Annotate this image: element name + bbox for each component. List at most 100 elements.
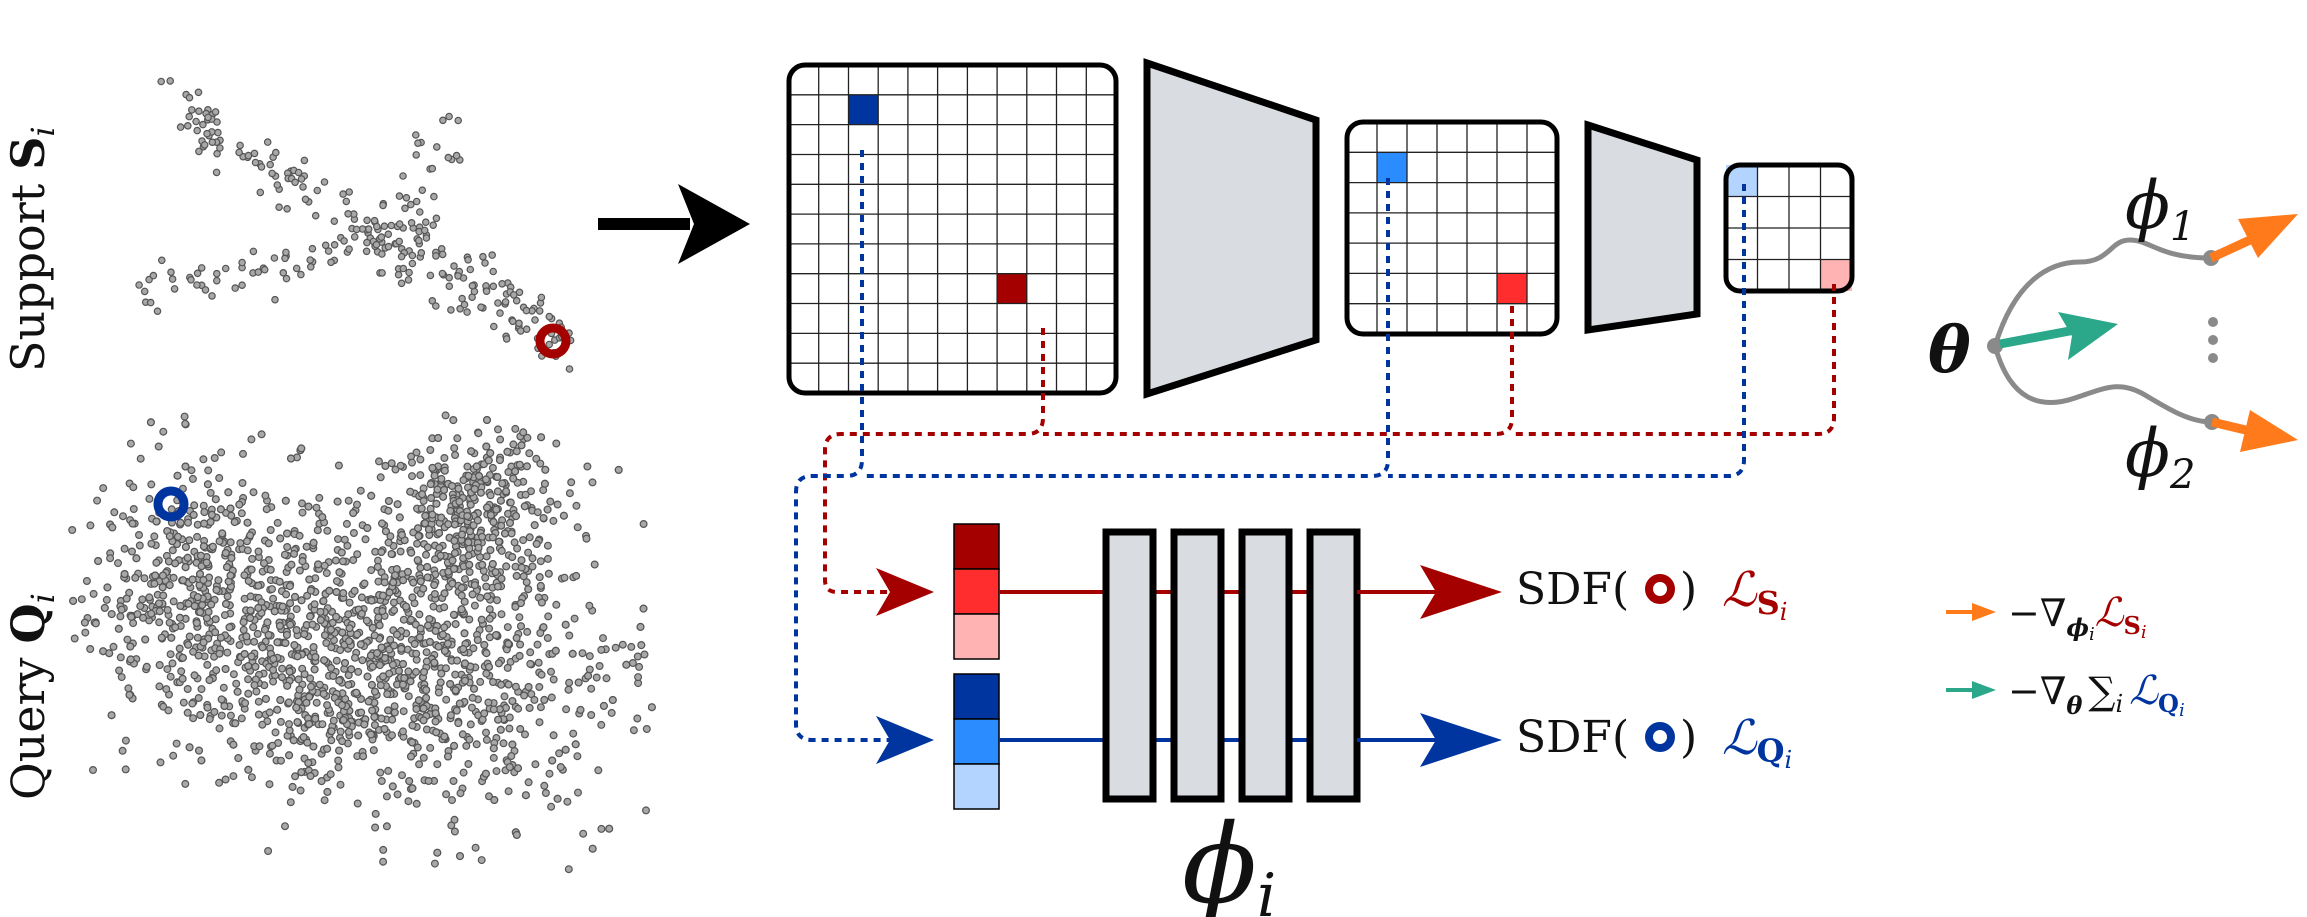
query-point	[539, 513, 548, 522]
query-point	[249, 623, 258, 632]
query-point	[370, 720, 379, 729]
query-point	[546, 667, 555, 676]
query-point	[433, 848, 442, 857]
query-point	[560, 573, 569, 582]
query-point	[482, 582, 491, 591]
support-point	[203, 129, 211, 138]
support-point	[195, 147, 203, 156]
support-point	[194, 88, 203, 97]
feature-grid	[786, 62, 1119, 396]
support-point	[378, 250, 386, 258]
query-point	[389, 578, 398, 587]
query-point	[489, 677, 498, 686]
support-point	[429, 221, 438, 230]
query-point	[315, 493, 324, 502]
query-point	[145, 593, 154, 602]
query-point	[455, 699, 464, 708]
support-point	[166, 77, 175, 85]
decoder-layer-4	[1306, 528, 1361, 803]
query-point	[202, 558, 211, 567]
query-point	[449, 610, 458, 619]
query-point	[258, 643, 267, 652]
support-point	[364, 225, 373, 233]
decoder-layer-2	[1170, 528, 1225, 803]
query-point	[292, 626, 301, 635]
query-point	[505, 763, 514, 772]
query-point	[470, 485, 479, 494]
query-point	[395, 666, 404, 675]
query-point	[240, 649, 249, 658]
query-point	[608, 695, 617, 704]
query-point	[321, 631, 330, 640]
query-point	[368, 623, 377, 632]
query-point	[522, 462, 531, 471]
query-point	[285, 720, 294, 729]
query-point	[332, 577, 341, 586]
query-point	[205, 715, 214, 724]
query-point	[193, 520, 202, 529]
support-point	[384, 230, 393, 239]
support-label: SupportSi	[1, 126, 62, 372]
support-point	[250, 149, 259, 158]
query-point	[283, 529, 292, 538]
theta-label: θ	[1928, 313, 1971, 388]
query-point	[335, 746, 344, 755]
support-point	[135, 281, 143, 289]
query-point	[162, 685, 171, 694]
query-point	[262, 505, 271, 514]
query-point	[261, 694, 270, 703]
query-point	[432, 499, 441, 508]
query-point	[539, 623, 548, 632]
query-point	[534, 658, 543, 667]
query-point	[423, 573, 432, 582]
query-point	[318, 513, 327, 522]
query-point	[572, 571, 581, 580]
support-point	[260, 265, 269, 274]
query-point	[277, 756, 286, 765]
support-point	[489, 267, 498, 276]
support-point	[545, 340, 554, 349]
support-point	[452, 151, 461, 160]
sdf-query-label: SDF(	[1516, 712, 1629, 763]
query-point	[465, 527, 474, 536]
query-point	[545, 769, 554, 778]
query-point	[307, 682, 316, 691]
query-point	[194, 651, 203, 660]
support-point	[238, 281, 246, 290]
query-point	[494, 715, 503, 724]
query-point	[315, 680, 324, 689]
support-point	[395, 237, 404, 246]
support-point	[445, 112, 453, 121]
query-point	[452, 706, 461, 715]
query-point	[81, 628, 90, 637]
query-point	[494, 537, 503, 546]
query-point	[640, 650, 649, 659]
query-point	[483, 503, 492, 512]
query-point-cloud	[68, 411, 656, 874]
loss-support: ℒSi	[1722, 562, 1787, 626]
query-point	[258, 720, 267, 729]
support-point	[463, 308, 471, 316]
query-point	[473, 635, 482, 644]
query-point	[68, 525, 77, 534]
query-point	[250, 681, 259, 690]
query-point	[457, 605, 466, 614]
support-point	[345, 245, 353, 253]
query-point	[629, 726, 638, 735]
query-point	[442, 695, 451, 704]
query-point	[526, 648, 535, 657]
query-point	[422, 657, 431, 666]
query-point	[269, 654, 278, 663]
vertical-ellipsis-icon	[2208, 317, 2218, 363]
query-point	[344, 727, 353, 736]
query-point	[440, 454, 449, 463]
decoder-layer-3	[1238, 528, 1293, 803]
support-point	[308, 244, 317, 253]
query-point	[426, 480, 435, 489]
query-point	[226, 504, 235, 513]
query-point	[496, 725, 505, 734]
query-point	[412, 448, 421, 457]
encoder-block-2	[1584, 120, 1701, 335]
query-point	[486, 449, 495, 458]
support-point	[509, 291, 518, 299]
